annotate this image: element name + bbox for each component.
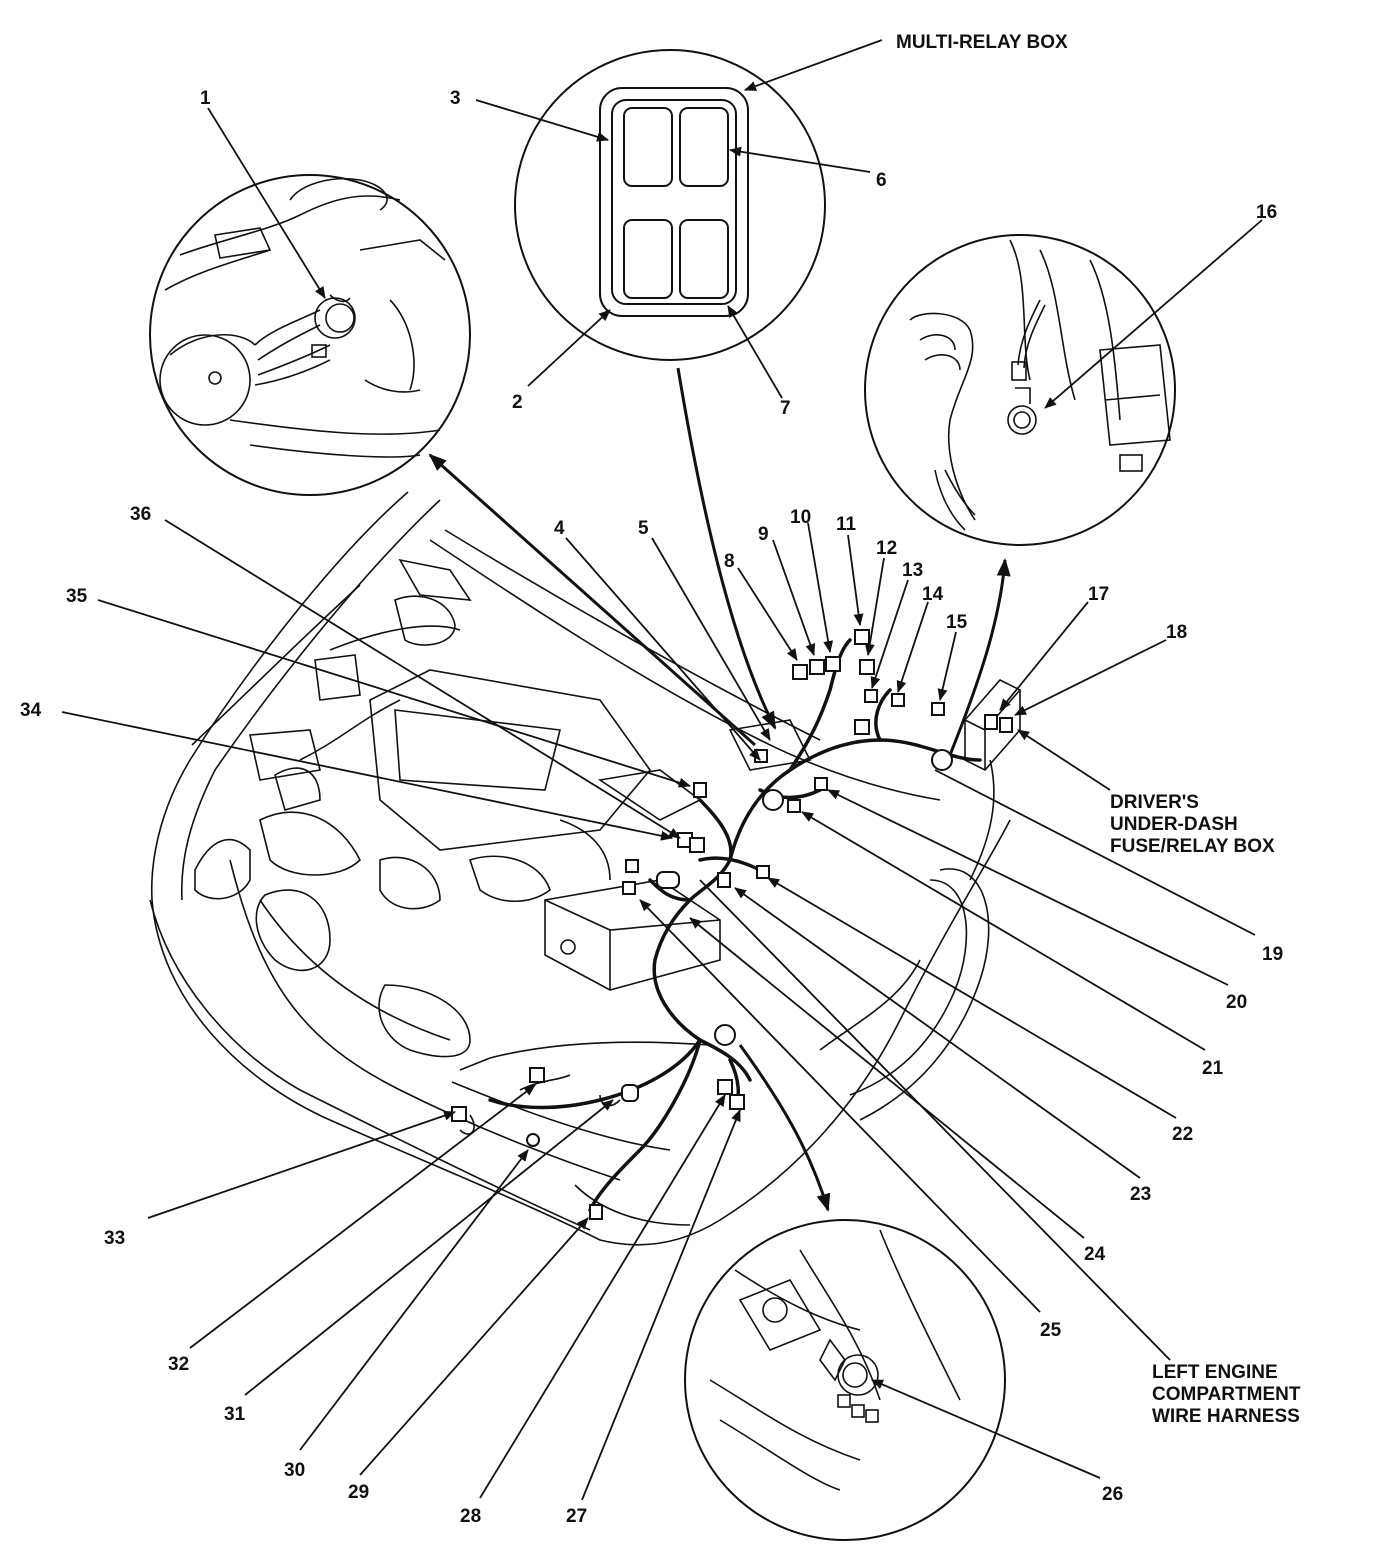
callout-labels: MULTI-RELAY BOX DRIVER'S UNDER-DASH FUSE… (896, 32, 1301, 1427)
label-31: 31 (224, 1404, 246, 1425)
label-19: 19 (1262, 944, 1283, 965)
detail-view-ground-16 (864, 234, 1176, 546)
detail-view-connector-26 (684, 1219, 1006, 1541)
label-23: 23 (1130, 1184, 1151, 1205)
connectors (451, 629, 1013, 1220)
label-16: 16 (1256, 202, 1277, 223)
label-6: 6 (876, 170, 887, 191)
label-21: 21 (1202, 1058, 1224, 1079)
detail-view-multi-relay-box (514, 49, 826, 361)
multi-relay-box-label: MULTI-RELAY BOX (896, 32, 1068, 53)
label-4: 4 (554, 518, 565, 539)
detail-view-horn (149, 174, 471, 496)
label-35: 35 (66, 586, 88, 607)
label-27: 27 (566, 1506, 587, 1527)
label-7: 7 (780, 398, 791, 419)
label-33: 33 (104, 1228, 125, 1249)
label-10: 10 (790, 507, 811, 528)
label-13: 13 (902, 560, 923, 581)
label-26: 26 (1102, 1484, 1123, 1505)
drivers-fuse-box-label-line2: UNDER-DASH (1110, 814, 1238, 835)
label-24: 24 (1084, 1244, 1106, 1265)
left-harness-label-line1: LEFT ENGINE (1152, 1362, 1278, 1383)
label-28: 28 (460, 1506, 481, 1527)
label-2: 2 (512, 392, 523, 413)
label-3: 3 (450, 88, 461, 109)
label-22: 22 (1172, 1124, 1193, 1145)
label-32: 32 (168, 1354, 189, 1375)
drivers-fuse-box-label-line1: DRIVER'S (1110, 792, 1199, 813)
part-number-labels: 1 2 3 4 5 6 7 8 9 10 11 12 13 14 15 16 1… (20, 88, 1283, 1527)
left-harness-label-line2: COMPARTMENT (1152, 1384, 1301, 1405)
label-20: 20 (1226, 992, 1247, 1013)
detail-arrows (428, 367, 1011, 1212)
car-body-outline (149, 491, 1021, 1246)
leader-lines (61, 39, 1263, 1501)
label-29: 29 (348, 1482, 369, 1503)
label-17: 17 (1088, 584, 1109, 605)
left-harness-label-line3: WIRE HARNESS (1152, 1406, 1300, 1427)
label-12: 12 (876, 538, 897, 559)
label-25: 25 (1040, 1320, 1062, 1341)
label-30: 30 (284, 1460, 305, 1481)
drivers-fuse-box-label-line3: FUSE/RELAY BOX (1110, 836, 1275, 857)
label-8: 8 (724, 551, 735, 572)
label-11: 11 (836, 514, 857, 535)
label-9: 9 (758, 524, 769, 545)
label-36: 36 (130, 504, 151, 525)
label-34: 34 (20, 700, 42, 721)
label-18: 18 (1166, 622, 1187, 643)
label-15: 15 (946, 612, 968, 633)
label-14: 14 (922, 584, 944, 605)
label-5: 5 (638, 518, 649, 539)
label-1: 1 (200, 88, 211, 109)
